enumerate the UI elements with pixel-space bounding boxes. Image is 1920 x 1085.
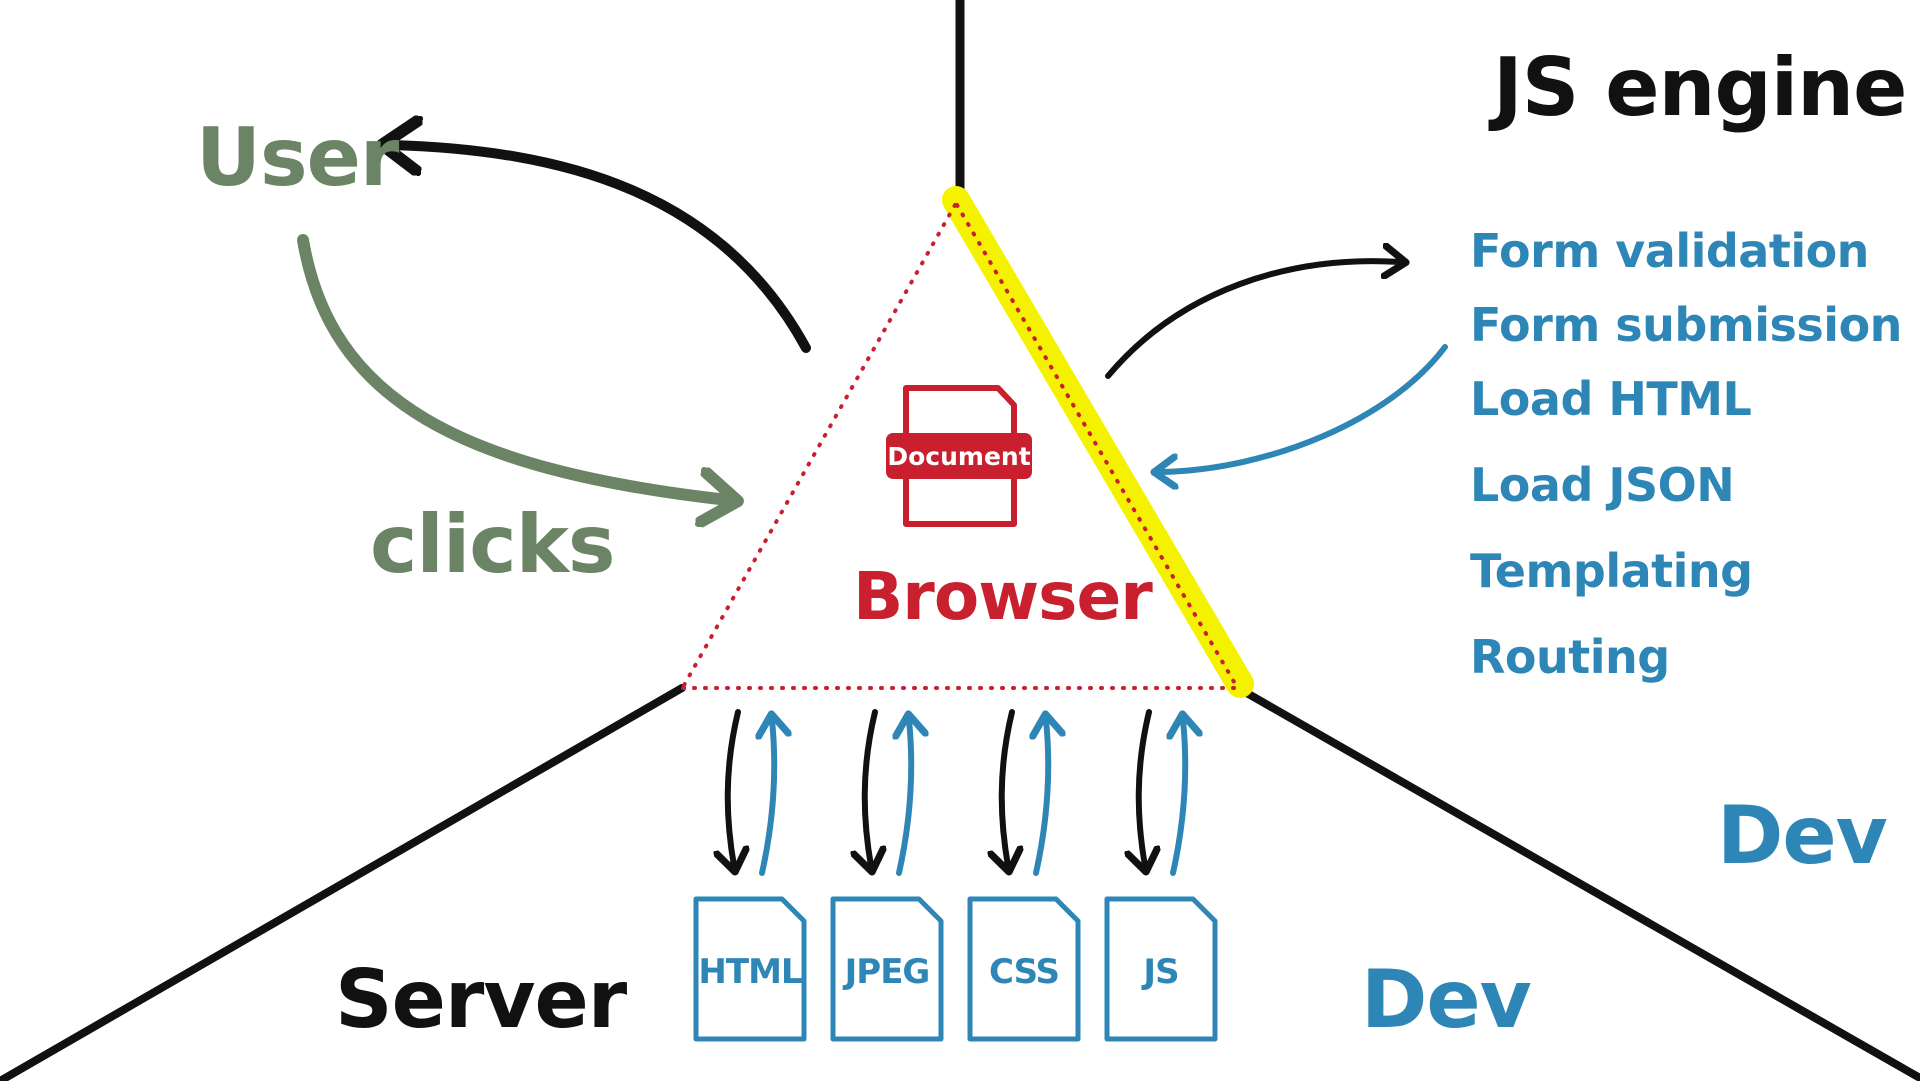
- js-feature-item: Templating: [1470, 544, 1753, 598]
- file-js-icon: JS: [1104, 896, 1218, 1042]
- request-arrow: [865, 709, 875, 866]
- js-engine-label: JS engine: [1493, 41, 1907, 134]
- file-label: JS: [1141, 952, 1178, 992]
- file-html-icon: HTML: [693, 896, 807, 1042]
- highlighted-edge: [942, 186, 1254, 698]
- clicks-label: clicks: [370, 498, 616, 591]
- file-jpeg-icon: JPEG: [830, 896, 944, 1042]
- browser-to-user-arrow: [392, 145, 811, 353]
- browser-to-js-arrow: [1105, 261, 1400, 379]
- request-arrow: [728, 709, 738, 866]
- js-feature-item: Load JSON: [1470, 458, 1735, 512]
- request-arrow: [1139, 709, 1149, 866]
- user-clicks-arrow: [297, 234, 728, 500]
- browser-label: Browser: [853, 558, 1153, 635]
- js-feature-item: Load HTML: [1470, 372, 1752, 426]
- triangle-edge-left: [681, 203, 957, 689]
- response-arrow: [1036, 720, 1048, 876]
- file-css-icon: CSS: [967, 896, 1081, 1042]
- server-label: Server: [335, 953, 627, 1046]
- file-label: CSS: [989, 952, 1059, 992]
- js-feature-item: Form validation: [1470, 224, 1869, 278]
- js-to-browser-arrow: [1160, 344, 1448, 472]
- response-arrow: [899, 720, 911, 876]
- js-feature-item: Routing: [1470, 630, 1670, 684]
- dev-label-right: Dev: [1717, 789, 1888, 882]
- document-icon: Document: [886, 385, 1032, 527]
- divider-left-line: [0, 684, 686, 1085]
- document-label: Document: [887, 442, 1030, 471]
- response-arrow: [1173, 720, 1185, 876]
- dev-label-bottom: Dev: [1361, 953, 1532, 1046]
- user-label: User: [196, 111, 399, 204]
- file-label: JPEG: [843, 952, 930, 992]
- js-feature-item: Form submission: [1470, 298, 1902, 352]
- resource-exchange-arrows: [728, 709, 1186, 876]
- file-label: HTML: [698, 952, 801, 992]
- request-arrow: [1002, 709, 1012, 866]
- divider-right-line: [1234, 684, 1920, 1082]
- resource-files: HTML JPEG CSS JS: [693, 896, 1218, 1042]
- response-arrow: [762, 720, 774, 876]
- triangle-edge-right: [955, 203, 1239, 689]
